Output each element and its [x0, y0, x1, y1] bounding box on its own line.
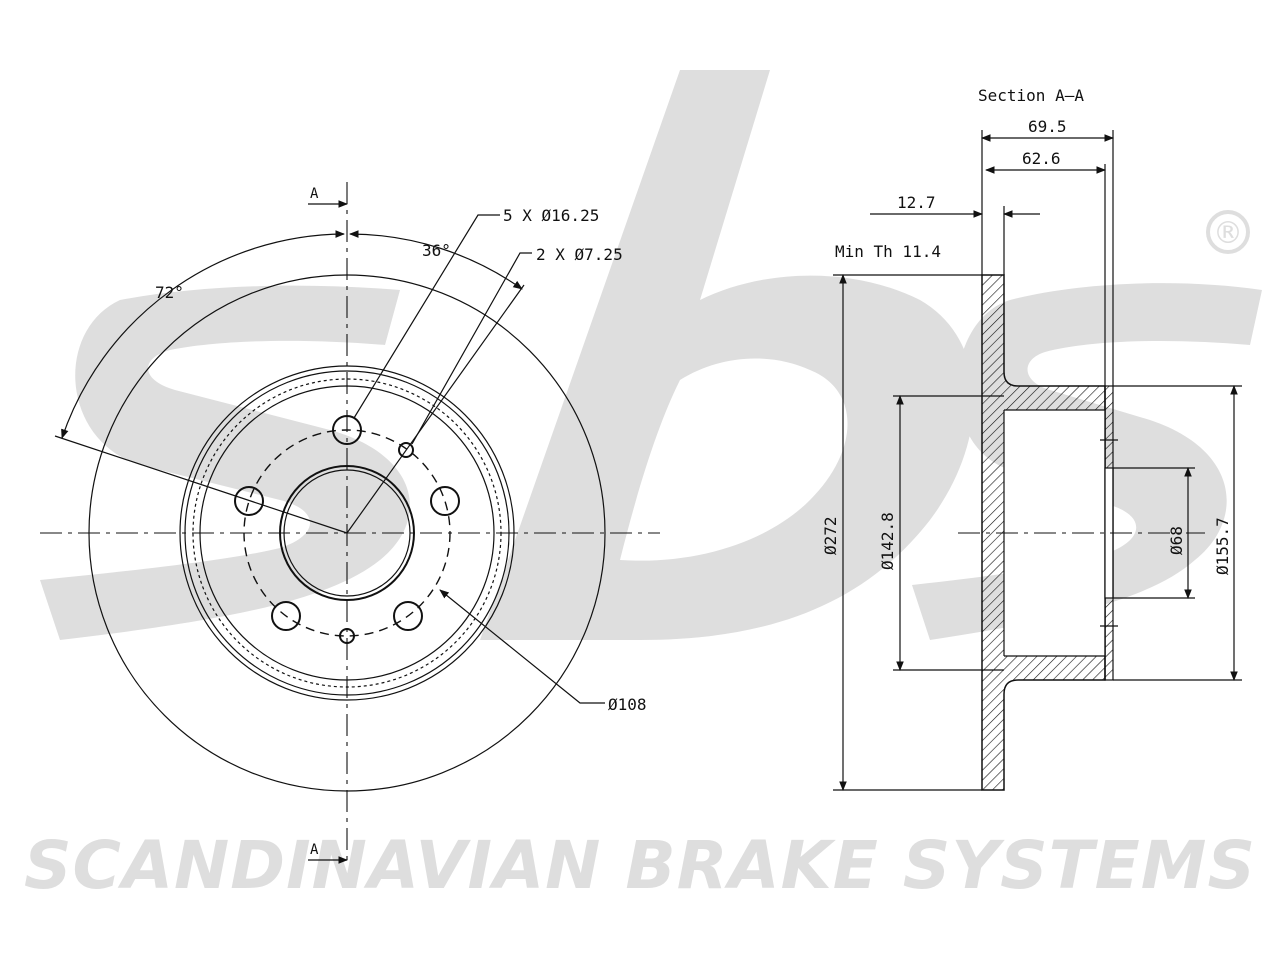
angle-36-label: 36° [422, 241, 451, 260]
svg-text:®: ® [1213, 216, 1243, 251]
bolt-hole [430, 486, 460, 516]
brand-footer-text: SCANDINAVIAN BRAKE SYSTEMS [24, 827, 1256, 904]
front-view: A A 36° 72° 5 X Ø16.25 2 X Ø7.25 Ø108 [40, 182, 660, 864]
pcd-label: Ø108 [608, 695, 647, 714]
section-title: Section A–A [978, 86, 1084, 105]
angle-72-label: 72° [155, 283, 184, 302]
section-marker-top: A [310, 186, 319, 202]
dim-thickness: 12.7 [897, 193, 936, 212]
bolt-hole [271, 601, 301, 631]
pin-hole [398, 442, 414, 458]
section-marker-bottom: A [310, 842, 319, 858]
dia-outer-label: Ø272 [821, 516, 840, 555]
dim-total-height: 69.5 [1028, 117, 1067, 136]
bolt-hole [393, 601, 423, 631]
bolt-holes-label: 5 X Ø16.25 [503, 206, 599, 225]
min-thickness-label: Min Th 11.4 [835, 242, 941, 261]
dia-center-label: Ø68 [1167, 526, 1186, 555]
dia-hat-label: Ø155.7 [1213, 517, 1232, 575]
bolt-hole [234, 486, 264, 516]
registered-mark: ® [1206, 210, 1250, 254]
dim-hat-height: 62.6 [1022, 149, 1061, 168]
dia-inner-label: Ø142.8 [878, 512, 897, 570]
pin-holes-label: 2 X Ø7.25 [536, 245, 623, 264]
section-view: Section A–A 69.5 62.6 12.7 Min Th 11.4 [821, 86, 1242, 791]
